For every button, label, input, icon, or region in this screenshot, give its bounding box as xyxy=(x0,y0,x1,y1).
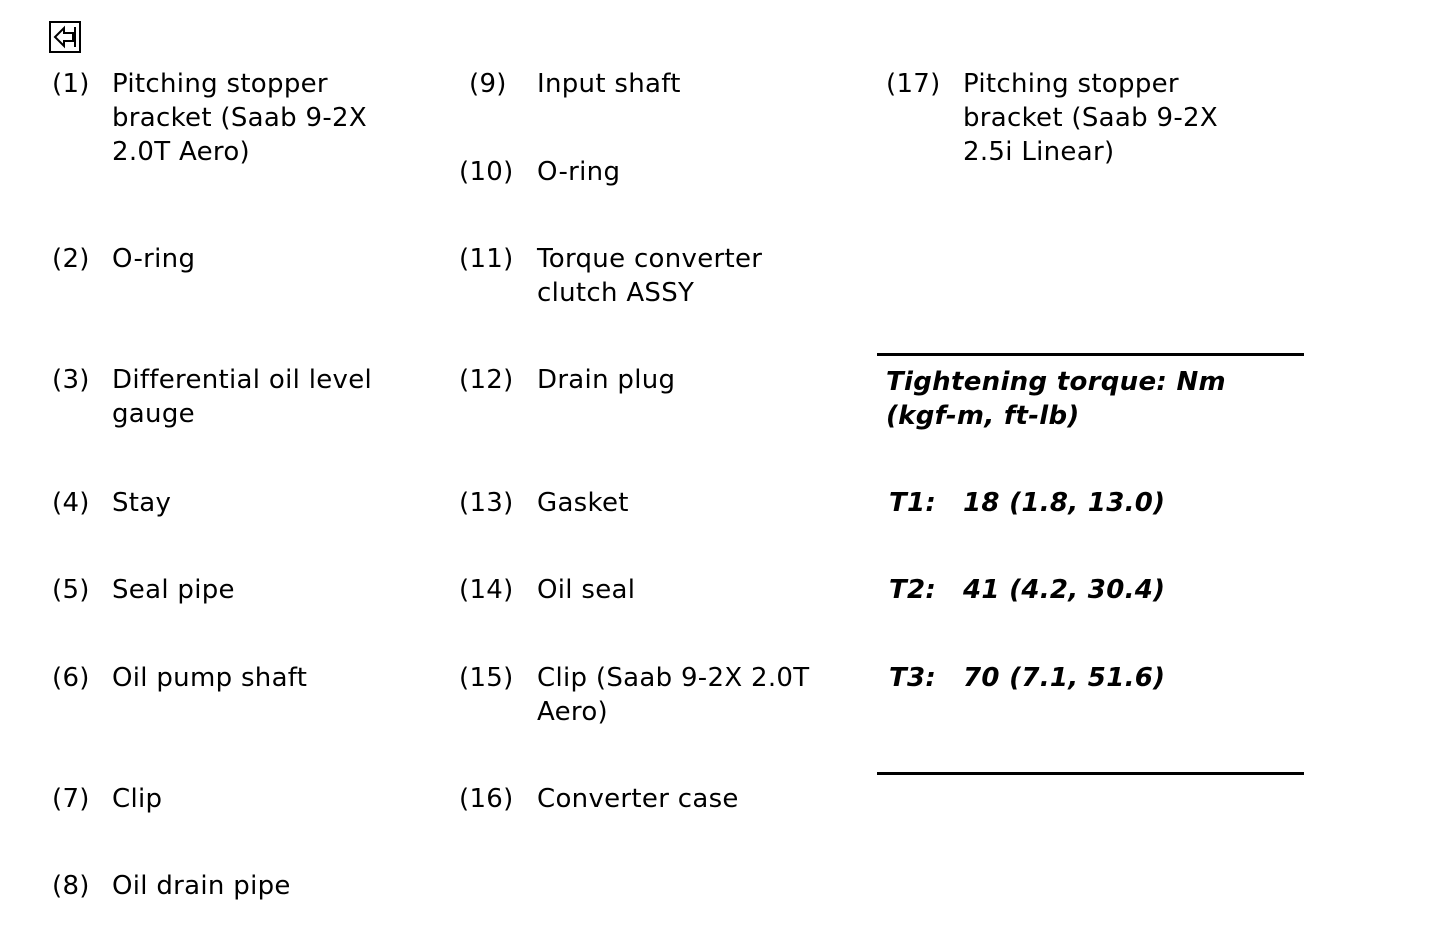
legend-item-label: Differential oil level gauge xyxy=(112,365,373,429)
legend-item-label: Oil pump shaft xyxy=(112,663,308,693)
legend-item-label: Clip xyxy=(112,784,163,814)
torque-heading: Tightening torque: Nm (kgf-m, ft-lb) xyxy=(886,367,1226,431)
legend-item-label: Converter case xyxy=(537,784,739,814)
legend-item-5: (5) Seal pipe xyxy=(52,573,412,607)
legend-item-label: Pitching stopper bracket (Saab 9-2X 2.0T… xyxy=(112,69,367,167)
legend-item-15: (15) Clip (Saab 9-2X 2.0T Aero) xyxy=(459,661,847,729)
legend-item-4: (4) Stay xyxy=(52,486,412,520)
legend-item-label: Stay xyxy=(112,488,172,518)
torque-value: 70 (7.1, 51.6) xyxy=(963,663,1166,693)
torque-key: T3: xyxy=(889,663,937,693)
torque-value: 41 (4.2, 30.4) xyxy=(963,575,1166,605)
legend-item-2: (2) O-ring xyxy=(52,242,412,276)
legend-item-14: (14) Oil seal xyxy=(459,573,847,607)
legend-item-label: Torque converter clutch ASSY xyxy=(537,244,763,308)
legend-item-10: (10) O-ring xyxy=(459,155,847,189)
legend-item-label: Oil drain pipe xyxy=(112,871,291,901)
legend-item-number: (4) xyxy=(52,488,90,518)
legend-item-number: (2) xyxy=(52,244,90,274)
legend-item-number: (15) xyxy=(459,663,514,693)
legend-item-label: O-ring xyxy=(112,244,196,274)
legend-item-6: (6) Oil pump shaft xyxy=(52,661,412,695)
legend-item-label: O-ring xyxy=(537,157,621,187)
torque-row-t3: T3: 70 (7.1, 51.6) xyxy=(889,661,1165,695)
legend-item-11: (11) Torque converter clutch ASSY xyxy=(459,242,847,310)
legend-item-label: Clip (Saab 9-2X 2.0T Aero) xyxy=(537,663,810,727)
legend-item-number: (6) xyxy=(52,663,90,693)
back-button[interactable] xyxy=(49,21,81,53)
legend-item-number: (8) xyxy=(52,871,90,901)
legend-item-number: (11) xyxy=(459,244,514,274)
legend-item-number: (1) xyxy=(52,69,90,99)
legend-item-7: (7) Clip xyxy=(52,782,412,816)
torque-value: 18 (1.8, 13.0) xyxy=(963,488,1166,518)
legend-item-label: Drain plug xyxy=(537,365,676,395)
legend-item-8: (8) Oil drain pipe xyxy=(52,869,412,903)
legend-item-label: Pitching stopper bracket (Saab 9-2X 2.5i… xyxy=(963,69,1218,167)
legend-item-number: (14) xyxy=(459,575,514,605)
legend-item-9: (9) Input shaft xyxy=(469,67,847,101)
legend-item-number: (7) xyxy=(52,784,90,814)
legend-item-number: (5) xyxy=(52,575,90,605)
torque-top-rule xyxy=(877,353,1304,356)
legend-item-16: (16) Converter case xyxy=(459,782,847,816)
legend-item-number: (10) xyxy=(459,157,514,187)
torque-key: T2: xyxy=(889,575,937,605)
torque-bottom-rule xyxy=(877,772,1304,775)
legend-item-12: (12) Drain plug xyxy=(459,363,847,397)
legend-item-label: Input shaft xyxy=(537,69,681,99)
torque-key: T1: xyxy=(889,488,937,518)
torque-row-t1: T1: 18 (1.8, 13.0) xyxy=(889,486,1165,520)
legend-item-number: (16) xyxy=(459,784,514,814)
legend-item-number: (13) xyxy=(459,488,514,518)
legend-item-number: (9) xyxy=(469,69,507,99)
legend-item-3: (3) Differential oil level gauge xyxy=(52,363,412,431)
legend-item-1: (1) Pitching stopper bracket (Saab 9-2X … xyxy=(52,67,412,169)
back-arrow-icon xyxy=(53,25,76,49)
legend-item-number: (12) xyxy=(459,365,514,395)
legend-item-label: Oil seal xyxy=(537,575,636,605)
legend-item-13: (13) Gasket xyxy=(459,486,847,520)
legend-item-17: (17) Pitching stopper bracket (Saab 9-2X… xyxy=(886,67,1263,169)
legend-item-label: Gasket xyxy=(537,488,629,518)
legend-item-number: (17) xyxy=(886,69,941,99)
legend-item-number: (3) xyxy=(52,365,90,395)
torque-row-t2: T2: 41 (4.2, 30.4) xyxy=(889,573,1165,607)
legend-item-label: Seal pipe xyxy=(112,575,235,605)
